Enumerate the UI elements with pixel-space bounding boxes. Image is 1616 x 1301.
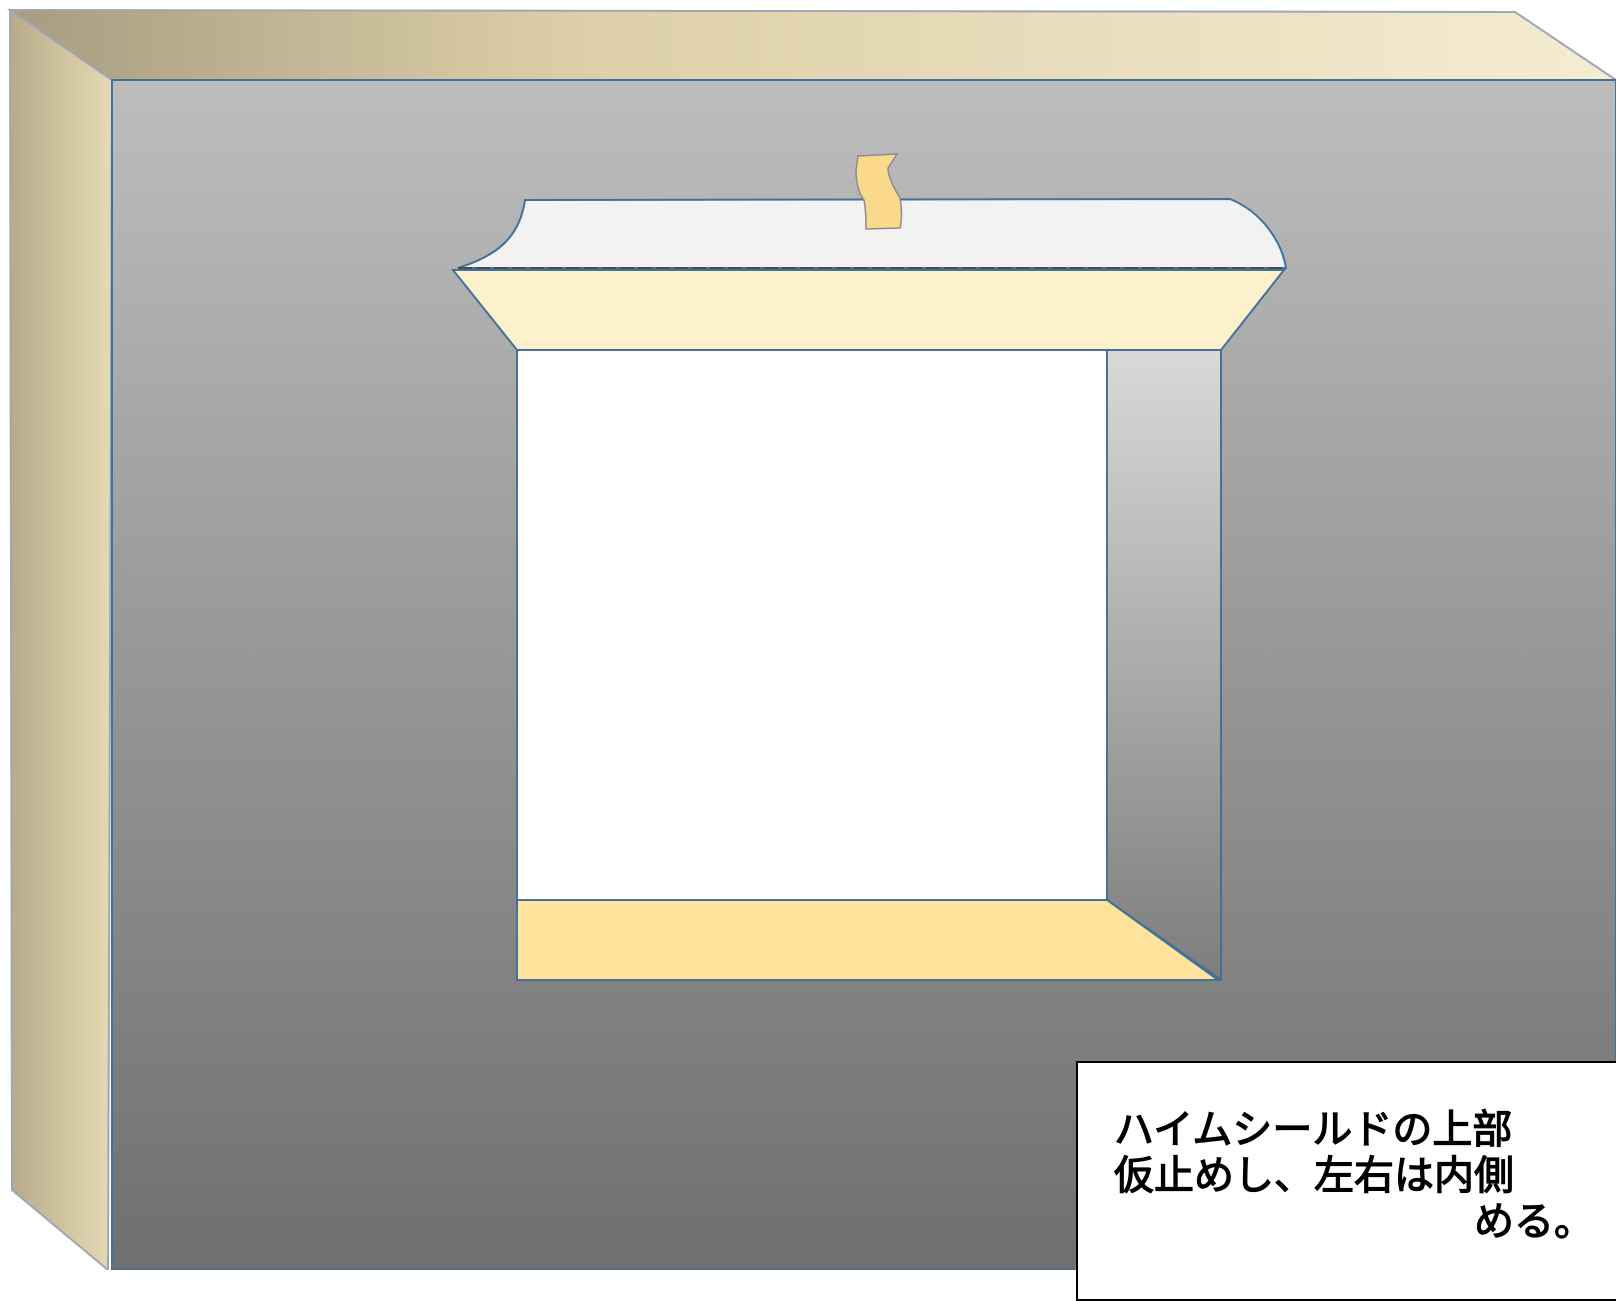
caption-line-1: ハイムシールドの上部 — [1114, 1107, 1513, 1153]
opening-right-reveal — [1106, 349, 1222, 982]
wall-top-edge — [6, 8, 1616, 81]
opening-top-trim — [450, 269, 1287, 351]
wall-illustration — [6, 8, 1616, 1273]
caption-box: ハイムシールドの上部 仮止めし、左右は内側 める。 — [1076, 1061, 1616, 1301]
wall-left-edge — [8, 8, 114, 1273]
tape-icon — [855, 153, 903, 230]
caption-line-2: 仮止めし、左右は内側 — [1114, 1153, 1514, 1199]
heim-shield-sheet — [457, 153, 1288, 269]
diagram: ハイムシールドの上部 仮止めし、左右は内側 める。 — [6, 8, 1616, 1301]
caption-line-3: める。 — [1474, 1199, 1594, 1245]
window-opening — [450, 269, 1287, 982]
opening-bottom-trim — [516, 899, 1222, 981]
